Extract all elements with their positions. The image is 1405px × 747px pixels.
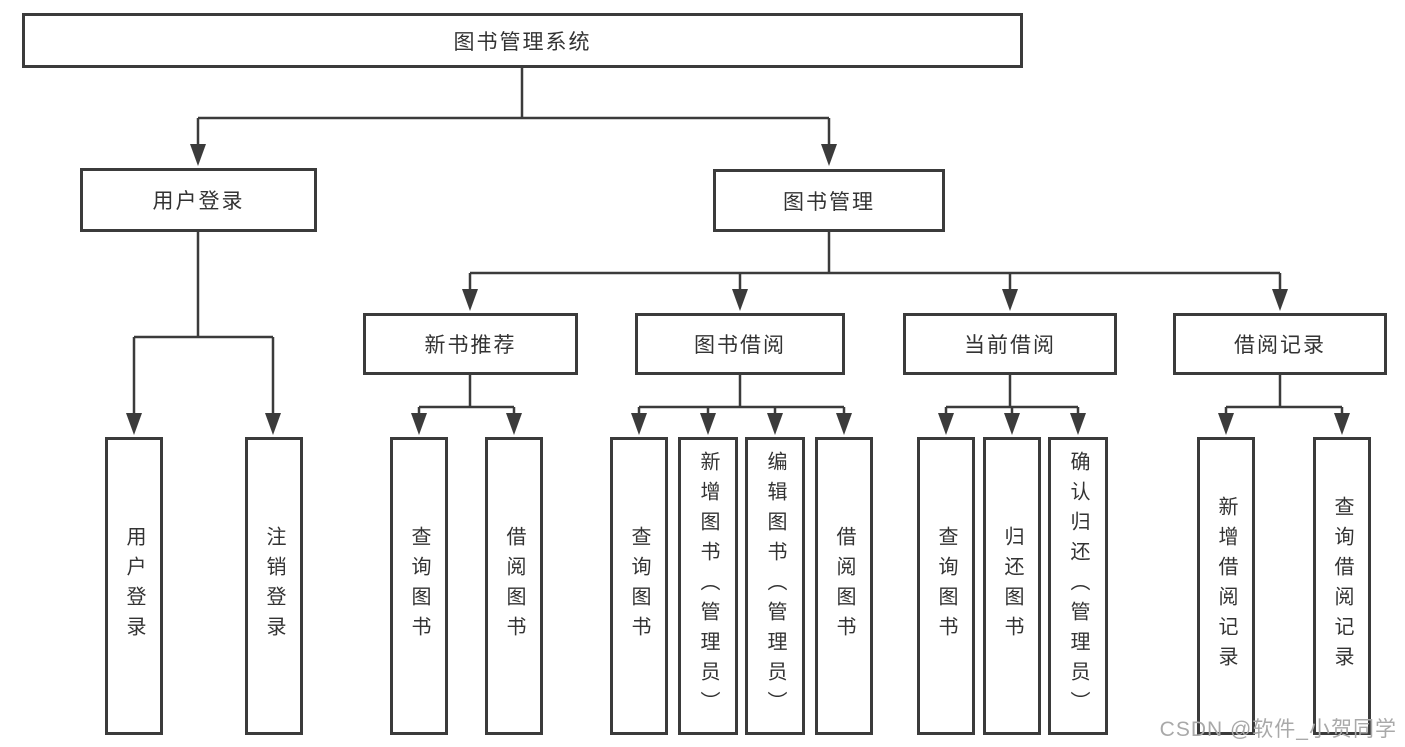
node-borrowing-records: 借阅记录 [1173,313,1387,375]
node-user-login: 用户登录 [80,168,317,232]
leaf-logout: 注销登录 [245,437,303,735]
node-current-borrowing-label: 当前借阅 [964,334,1056,357]
arrowheads [126,144,1350,435]
leaf-add-books-admin: 新增图书（管理员） [678,437,738,735]
node-book-management-label: 图书管理 [783,190,875,214]
node-root-label: 图书管理系统 [453,30,592,54]
leaf-query-books-current: 查询图书 [917,437,975,735]
leaf-query-books-borrowing: 查询图书 [610,437,668,735]
node-borrowing-records-label: 借阅记录 [1234,334,1326,357]
node-book-borrowing-label: 图书借阅 [694,334,786,357]
node-book-borrowing: 图书借阅 [635,313,845,375]
node-current-borrowing: 当前借阅 [903,313,1117,375]
leaf-add-borrow-record: 新增借阅记录 [1197,437,1255,735]
leaf-query-borrow-record: 查询借阅记录 [1313,437,1371,735]
leaf-query-books-recommend: 查询图书 [390,437,448,735]
node-root: 图书管理系统 [22,13,1023,68]
leaf-borrow-books: 借阅图书 [815,437,873,735]
leaf-confirm-return-admin: 确认归还（管理员） [1048,437,1108,735]
leaf-return-books: 归还图书 [983,437,1041,735]
node-new-book-recommendation-label: 新书推荐 [424,334,517,357]
node-new-book-recommendation: 新书推荐 [363,313,578,375]
leaf-edit-books-admin: 编辑图书（管理员） [745,437,805,735]
leaf-borrow-books-recommend: 借阅图书 [485,437,543,735]
csdn-watermark: CSDN @软件_小贺同学 [1159,718,1397,741]
leaf-user-login: 用户登录 [105,437,163,735]
node-book-management: 图书管理 [713,169,945,232]
node-user-login-label: 用户登录 [152,190,245,213]
